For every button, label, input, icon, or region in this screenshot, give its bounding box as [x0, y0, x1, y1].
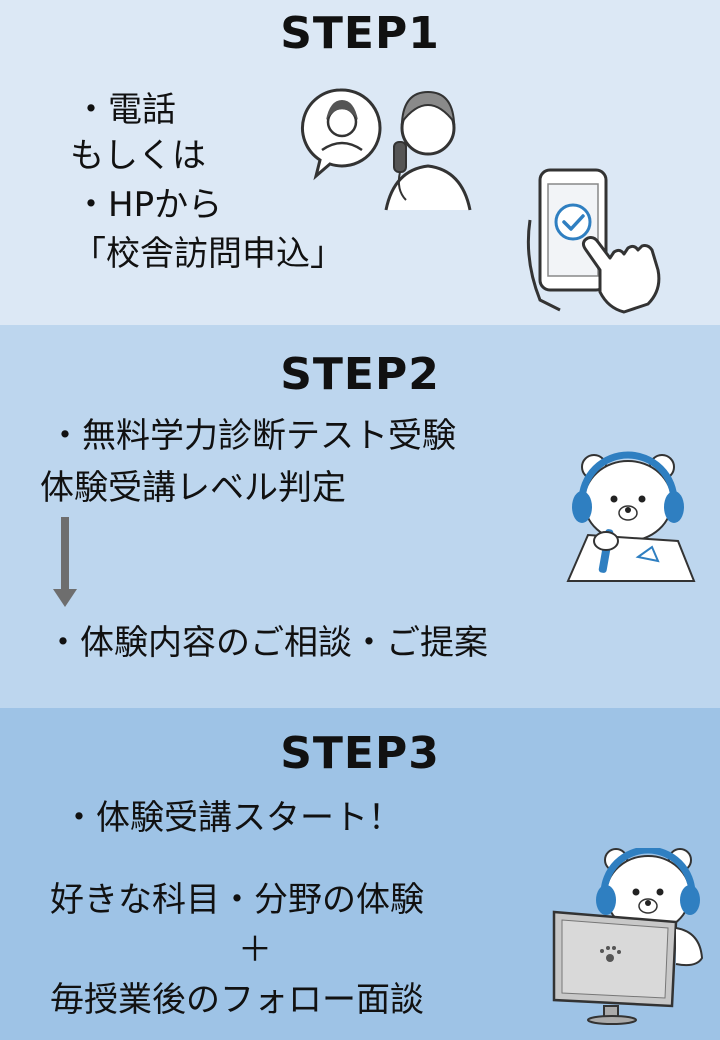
step1-title: STEP1	[280, 8, 440, 59]
phone-call-icon	[301, 88, 472, 211]
bear-computer-icon	[552, 848, 704, 1025]
arrow-down-icon	[53, 517, 77, 607]
step3-line-start: ・体験受講スタート！	[62, 798, 402, 838]
step1-panel: STEP1 ・電話 もしくは ・HPから 「校舎訪問申込」	[0, 0, 720, 325]
step2-line-test: ・無料学力診断テスト受験	[48, 416, 456, 456]
smartphone-tap-icon	[526, 168, 661, 314]
step3-line-followup: 毎授業後のフォロー面談	[50, 980, 424, 1020]
step1-line-hp: ・HPから	[74, 185, 223, 225]
step2-line-consult: ・体験内容のご相談・ご提案	[46, 623, 488, 663]
step2-panel: STEP2 ・無料学力診断テスト受験 体験受講レベル判定 ・体験内容のご相談・ご…	[0, 325, 720, 708]
step3-plus: ＋	[238, 930, 272, 970]
step1-line-phone: ・電話	[74, 90, 176, 130]
bear-studying-icon	[566, 451, 696, 582]
step2-title: STEP2	[280, 349, 440, 400]
step2-line-level: 体験受講レベル判定	[40, 468, 346, 508]
step3-panel: STEP3 ・体験受講スタート！ 好きな科目・分野の体験 ＋ 毎授業後のフォロー…	[0, 708, 720, 1040]
step3-line-subject: 好きな科目・分野の体験	[50, 880, 424, 920]
step1-line-visit: 「校舎訪問申込」	[72, 234, 344, 274]
step1-line-or: もしくは	[70, 136, 206, 176]
step3-title: STEP3	[280, 728, 440, 779]
